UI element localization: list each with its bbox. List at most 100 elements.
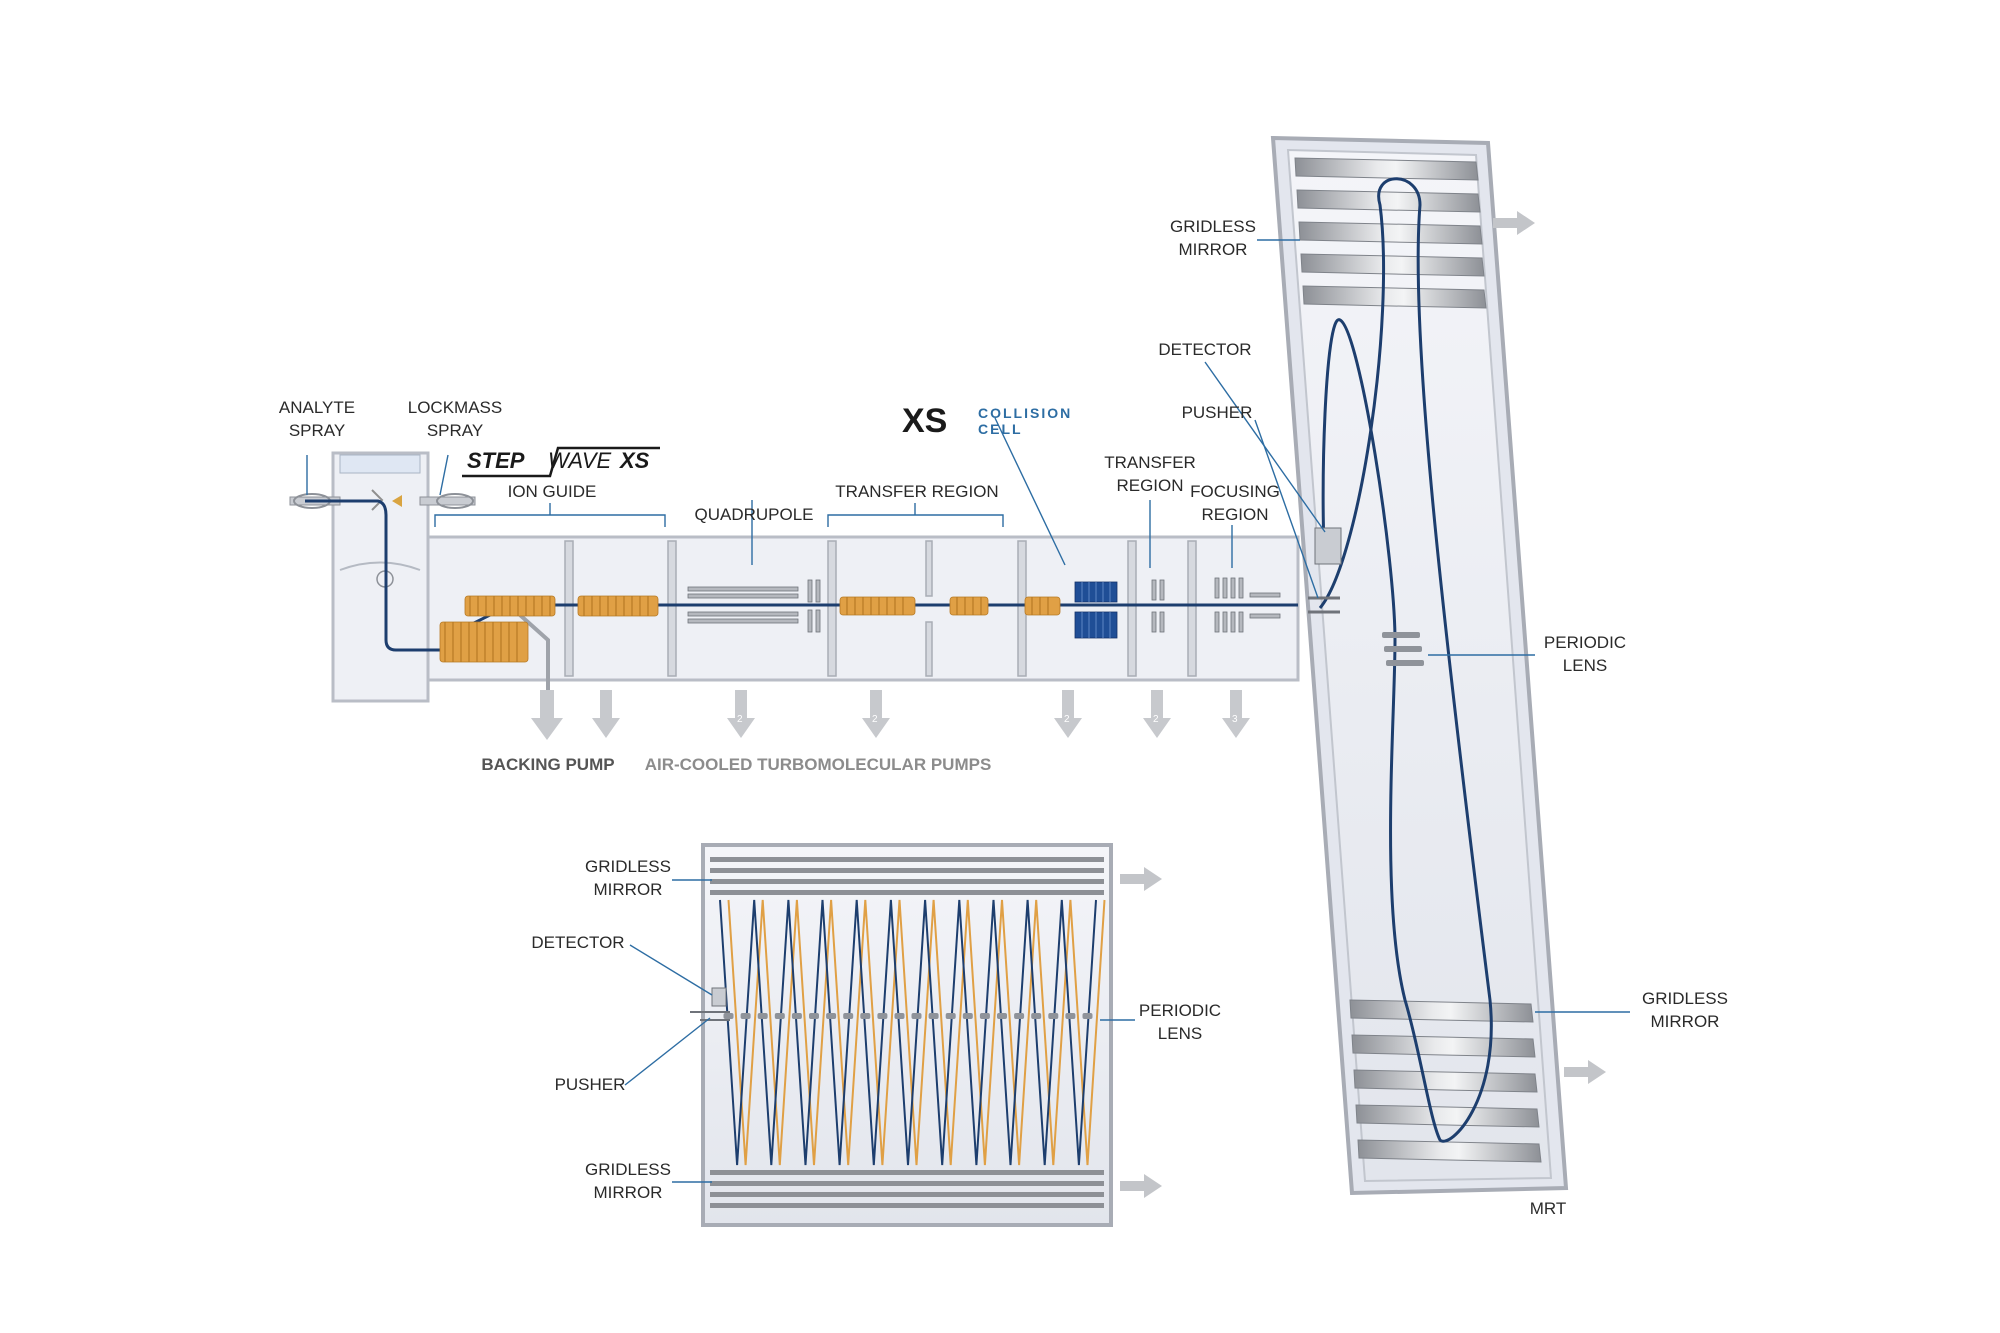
- svg-text:STEP: STEP: [467, 448, 525, 473]
- inset-detector: [711, 987, 727, 1007]
- inset-pump-arrows: [1120, 867, 1162, 1198]
- inset-lens-element: [997, 1013, 1007, 1019]
- svg-text:2: 2: [1153, 714, 1159, 725]
- xs-collision-cell-logo: XS COLLISION CELL: [902, 402, 1072, 440]
- svg-text:GRIDLESS: GRIDLESS: [585, 857, 671, 876]
- svg-text:DETECTOR: DETECTOR: [1158, 340, 1251, 359]
- mrt-pusher: [1308, 596, 1340, 614]
- mrt-periodic-lens: [1382, 632, 1424, 666]
- inset-lens-element: [740, 1013, 751, 1019]
- inset-lens-element: [843, 1013, 854, 1019]
- inset-ion-trajectories: [719, 899, 1106, 1166]
- inset-lens-element: [928, 1013, 939, 1019]
- inset-lens-element: [791, 1013, 802, 1019]
- inset-lens-element: [1048, 1013, 1059, 1019]
- svg-text:AIR-COOLED TURBOMOLECULAR PUMP: AIR-COOLED TURBOMOLECULAR PUMPS: [645, 755, 992, 774]
- svg-text:ANALYTE: ANALYTE: [279, 398, 355, 417]
- svg-text:PUSHER: PUSHER: [555, 1075, 626, 1094]
- mrt-detector: [1314, 527, 1342, 565]
- svg-text:LENS: LENS: [1158, 1024, 1202, 1043]
- svg-text:GRIDLESS: GRIDLESS: [1642, 989, 1728, 1008]
- transfer-region-bracket: [827, 503, 1004, 527]
- svg-text:2: 2: [872, 714, 878, 725]
- chamber-walls: [564, 540, 1197, 677]
- pump-ports: [531, 690, 1250, 740]
- collision-cell-leader: [994, 417, 1066, 566]
- mrt-top-mirror: [1294, 157, 1487, 309]
- quadrupole-rods: [687, 579, 821, 633]
- instrument-labels: ANALYTE SPRAY LOCKMASS SPRAY ION GUIDE Q…: [279, 398, 1280, 774]
- source-housing: [331, 451, 430, 703]
- focusing-lens-stack: [1151, 577, 1281, 633]
- inset-lens-element: [1014, 1013, 1025, 1019]
- lockmass-spray-inlet: [392, 493, 476, 509]
- svg-text:MIRROR: MIRROR: [1179, 240, 1248, 259]
- svg-text:TRANSFER: TRANSFER: [1104, 453, 1196, 472]
- inset-lens-element: [809, 1013, 819, 1019]
- svg-text:DETECTOR: DETECTOR: [531, 933, 624, 952]
- svg-text:COLLISION: COLLISION: [978, 405, 1072, 421]
- svg-text:MRT: MRT: [1530, 1199, 1567, 1218]
- inset-top-mirror: [710, 857, 1104, 895]
- inset-trajectory-line: [719, 899, 1097, 1166]
- svg-text:TRANSFER REGION: TRANSFER REGION: [835, 482, 998, 501]
- svg-text:BACKING PUMP: BACKING PUMP: [481, 755, 614, 774]
- svg-text:FOCUSING: FOCUSING: [1190, 482, 1280, 501]
- inset-lens-element: [911, 1013, 922, 1019]
- inset-lens-element: [1031, 1013, 1042, 1019]
- inset-lens-element: [945, 1013, 956, 1019]
- svg-text:SPRAY: SPRAY: [289, 421, 345, 440]
- mrt-labels: GRIDLESS MIRROR DETECTOR PUSHER PERIODIC…: [1158, 217, 1728, 1218]
- inset-lens-element: [1082, 1013, 1093, 1019]
- svg-text:LOCKMASS: LOCKMASS: [408, 398, 502, 417]
- inset-lens-element: [757, 1013, 768, 1019]
- inset-lens-element: [723, 1013, 734, 1019]
- inset-lens-element: [826, 1013, 837, 1019]
- svg-text:REGION: REGION: [1116, 476, 1183, 495]
- inset-periodic-lens: [723, 1013, 1093, 1019]
- svg-text:XS: XS: [618, 448, 650, 473]
- svg-text:CELL: CELL: [978, 421, 1023, 437]
- svg-text:MIRROR: MIRROR: [1651, 1012, 1720, 1031]
- source-window: [339, 454, 421, 474]
- svg-text:QUADRUPOLE: QUADRUPOLE: [694, 505, 813, 524]
- svg-text:2: 2: [737, 714, 743, 725]
- inset-bottom-mirror: [710, 1170, 1104, 1208]
- stepwave-logo: STEP WAVE XS: [462, 446, 660, 478]
- inset-lens-element: [877, 1013, 888, 1019]
- svg-text:GRIDLESS: GRIDLESS: [585, 1160, 671, 1179]
- svg-text:MIRROR: MIRROR: [594, 1183, 663, 1202]
- svg-text:PERIODIC: PERIODIC: [1544, 633, 1626, 652]
- ion-guide-bracket: [434, 503, 666, 527]
- pump-number-labels: 2 2 2 2 3: [737, 714, 1238, 725]
- svg-text:LENS: LENS: [1563, 656, 1607, 675]
- inset-lens-element: [1065, 1013, 1076, 1019]
- inset-folded-flight-path: [690, 843, 1162, 1227]
- svg-text:GRIDLESS: GRIDLESS: [1170, 217, 1256, 236]
- svg-text:SPRAY: SPRAY: [427, 421, 483, 440]
- inset-lens-element: [860, 1013, 871, 1019]
- svg-text:3: 3: [1232, 714, 1238, 725]
- mrt-analyzer: [1270, 135, 1606, 1196]
- mrt-ion-trajectory: [1318, 177, 1493, 1143]
- inset-lens-element: [774, 1013, 785, 1019]
- inset-lens-element: [979, 1013, 990, 1019]
- inset-labels: GRIDLESS MIRROR DETECTOR PERIODIC LENS P…: [531, 857, 1221, 1202]
- svg-text:ION GUIDE: ION GUIDE: [508, 482, 597, 501]
- ion-optics-train: 2 2 2 2 3: [289, 417, 1300, 740]
- inset-pusher: [690, 1011, 730, 1021]
- svg-text:XS: XS: [902, 402, 947, 440]
- inset-lens-element: [894, 1013, 905, 1019]
- transfer-region-coils: [839, 596, 1061, 616]
- mrt-bottom-mirror: [1349, 999, 1542, 1163]
- svg-text:REGION: REGION: [1201, 505, 1268, 524]
- inset-lens-element: [962, 1013, 973, 1019]
- svg-text:2: 2: [1064, 714, 1070, 725]
- svg-text:MIRROR: MIRROR: [594, 880, 663, 899]
- lockmass-spray-leader: [439, 454, 449, 496]
- mrt-pump-arrows: [1493, 211, 1606, 1084]
- svg-text:PERIODIC: PERIODIC: [1139, 1001, 1221, 1020]
- svg-text:PUSHER: PUSHER: [1182, 403, 1253, 422]
- inset-trajectory-line: [727, 899, 1106, 1166]
